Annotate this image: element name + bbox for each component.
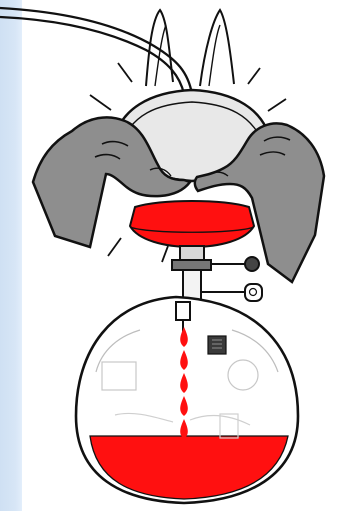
left-decor-band [0,0,22,511]
collection-bag-icon [112,88,272,271]
transfer-bag-icon [74,295,300,505]
tube-icon [0,6,194,95]
clamp-icon [182,256,263,302]
drip-drops-icon [180,327,188,439]
hand-right-icon [193,122,326,284]
hand-left-icon [31,116,193,249]
hanger-icon [145,8,235,87]
